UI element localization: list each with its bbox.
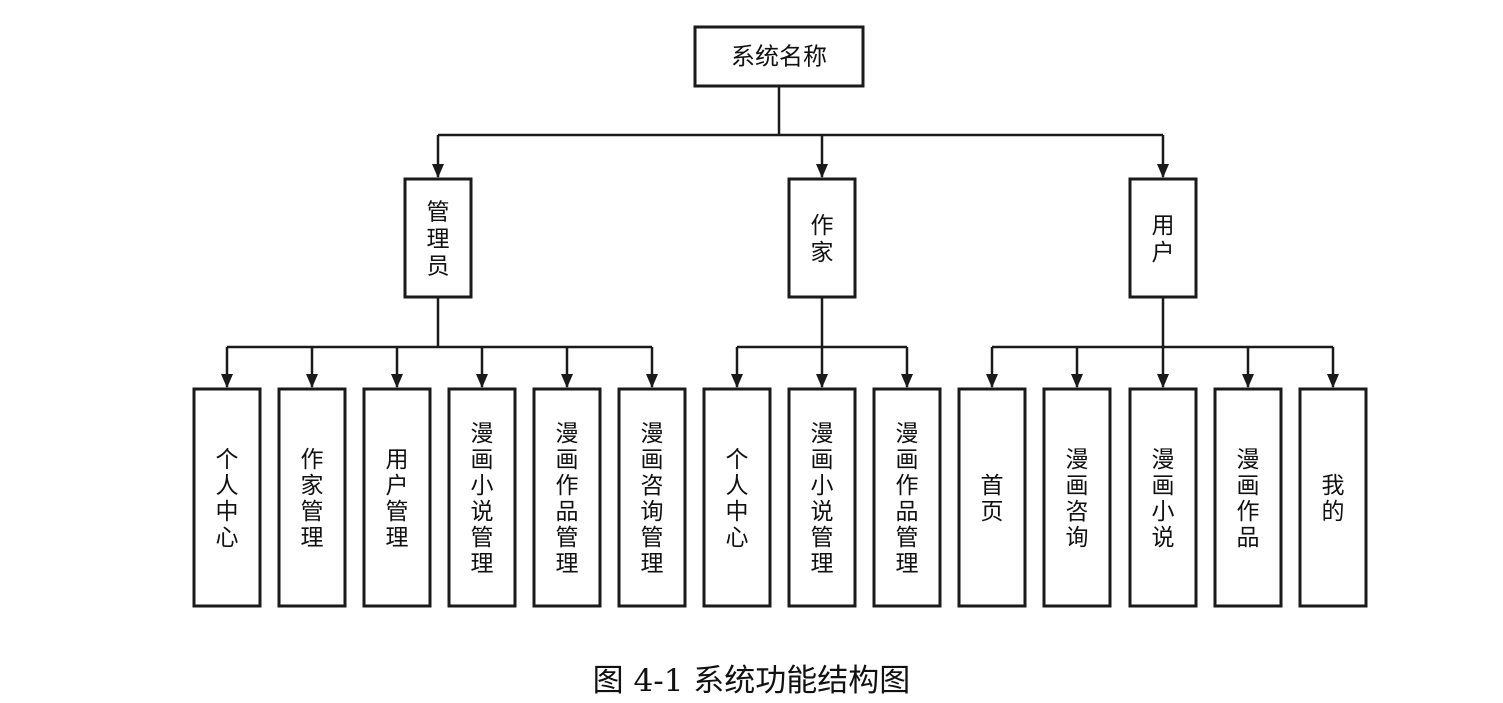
leaf-node-writer-1-label: 漫画小说管理 [811, 421, 834, 577]
leaf-node-admin-0-label: 个人中心 [216, 447, 239, 551]
user-leaf-arrow-icon [1242, 374, 1254, 388]
role-node-admin-label: 管理员 [427, 200, 450, 280]
role-node-user [1128, 177, 1198, 299]
writer-leaf-arrow-icon [901, 374, 913, 388]
leaf-node-admin-5-label: 漫画咨询管理 [641, 421, 664, 577]
user-arrow-icon [1157, 164, 1169, 178]
writer-leaf-arrow-icon [731, 374, 743, 388]
leaf-node-user-0-label: 首页 [981, 473, 1004, 525]
leaf-node-writer-0-label: 个人中心 [726, 447, 749, 551]
admin-arrow-icon [432, 164, 444, 178]
user-leaf-arrow-icon [1327, 374, 1339, 388]
leaf-node-admin-4 [532, 387, 602, 608]
role-node-user-label: 用户 [1152, 213, 1175, 266]
leaf-node-writer-0 [702, 387, 772, 608]
admin-leaf-arrow-icon [391, 374, 403, 388]
leaf-node-admin-5 [617, 387, 687, 608]
role-node-writer-label: 作家 [811, 213, 834, 266]
admin-leaf-arrow-icon [561, 374, 573, 388]
leaf-node-admin-2-label: 用户管理 [386, 447, 409, 551]
leaf-node-admin-3 [447, 387, 517, 608]
leaf-node-admin-1-label: 作家管理 [301, 447, 324, 551]
leaf-node-admin-4-label: 漫画作品管理 [556, 421, 579, 577]
admin-leaf-arrow-icon [221, 374, 233, 388]
writer-leaf-arrow-icon [816, 374, 828, 388]
leaf-node-admin-2 [362, 387, 432, 608]
leaf-node-user-0 [957, 387, 1027, 608]
leaf-node-admin-0 [192, 387, 262, 608]
role-node-admin [403, 177, 473, 299]
leaf-node-user-2 [1128, 387, 1198, 608]
leaf-node-user-3 [1213, 387, 1283, 608]
leaf-node-writer-1 [787, 387, 857, 608]
root-node [693, 25, 865, 88]
role-node-writer [787, 177, 857, 299]
admin-leaf-arrow-icon [646, 374, 658, 388]
leaf-node-admin-3-label: 漫画小说管理 [471, 421, 494, 577]
admin-leaf-arrow-icon [306, 374, 318, 388]
leaf-node-admin-1 [277, 387, 347, 608]
leaf-node-user-1 [1042, 387, 1112, 608]
leaf-node-writer-2 [872, 387, 942, 608]
leaf-node-user-1-label: 漫画咨询 [1066, 447, 1089, 551]
leaf-node-writer-2-label: 漫画作品管理 [896, 421, 919, 577]
admin-leaf-arrow-icon [476, 374, 488, 388]
leaf-node-user-4-label: 我的 [1322, 473, 1345, 525]
figure-caption: 图 4-1 系统功能结构图 [592, 663, 911, 699]
user-leaf-arrow-icon [986, 374, 998, 388]
user-leaf-arrow-icon [1071, 374, 1083, 388]
leaf-node-user-2-label: 漫画小说 [1152, 447, 1175, 551]
leaf-node-user-3-label: 漫画作品 [1237, 447, 1260, 551]
leaf-node-user-4 [1298, 387, 1368, 608]
root-node-label: 系统名称 [731, 43, 827, 71]
writer-arrow-icon [816, 164, 828, 178]
user-leaf-arrow-icon [1157, 374, 1169, 388]
